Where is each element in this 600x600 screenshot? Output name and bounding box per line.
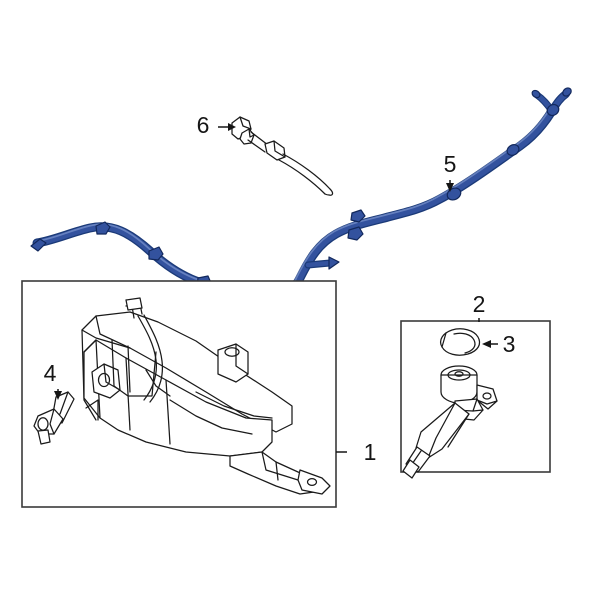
hose-left-end-fitting [30, 238, 47, 252]
callout-label-3: 3 [503, 331, 516, 357]
callout-6-leader [218, 123, 236, 131]
washer-hose-retaining-clip [446, 187, 462, 201]
callout-label-6: 6 [197, 112, 210, 138]
hose-tee-branch-stub [304, 256, 340, 270]
callout-4-leader [54, 389, 62, 400]
washer-hose-assembly[interactable]: 5 [30, 86, 573, 305]
callout-label-5: 5 [444, 151, 457, 177]
callout-label-1: 1 [364, 439, 377, 465]
filler-neck-cap-seal[interactable] [439, 328, 481, 356]
washer-fluid-reservoir [81, 297, 331, 495]
callout-label-2: 2 [473, 291, 486, 317]
hose-retaining-clips [95, 144, 520, 305]
callout-5-leader [446, 180, 454, 192]
callout-label-4: 4 [44, 360, 57, 386]
washer-filler-neck [402, 365, 498, 479]
reservoir-assembly-group[interactable]: 1 [21, 280, 377, 508]
washer-nozzle-jet-assembly[interactable]: 6 [197, 112, 334, 196]
callout-3-leader [482, 340, 498, 348]
washer-fluid-level-sensor[interactable]: 4 [33, 360, 75, 445]
hose-y-split-connector [531, 87, 572, 117]
filler-neck-assembly-group[interactable]: 2 3 [400, 291, 551, 479]
